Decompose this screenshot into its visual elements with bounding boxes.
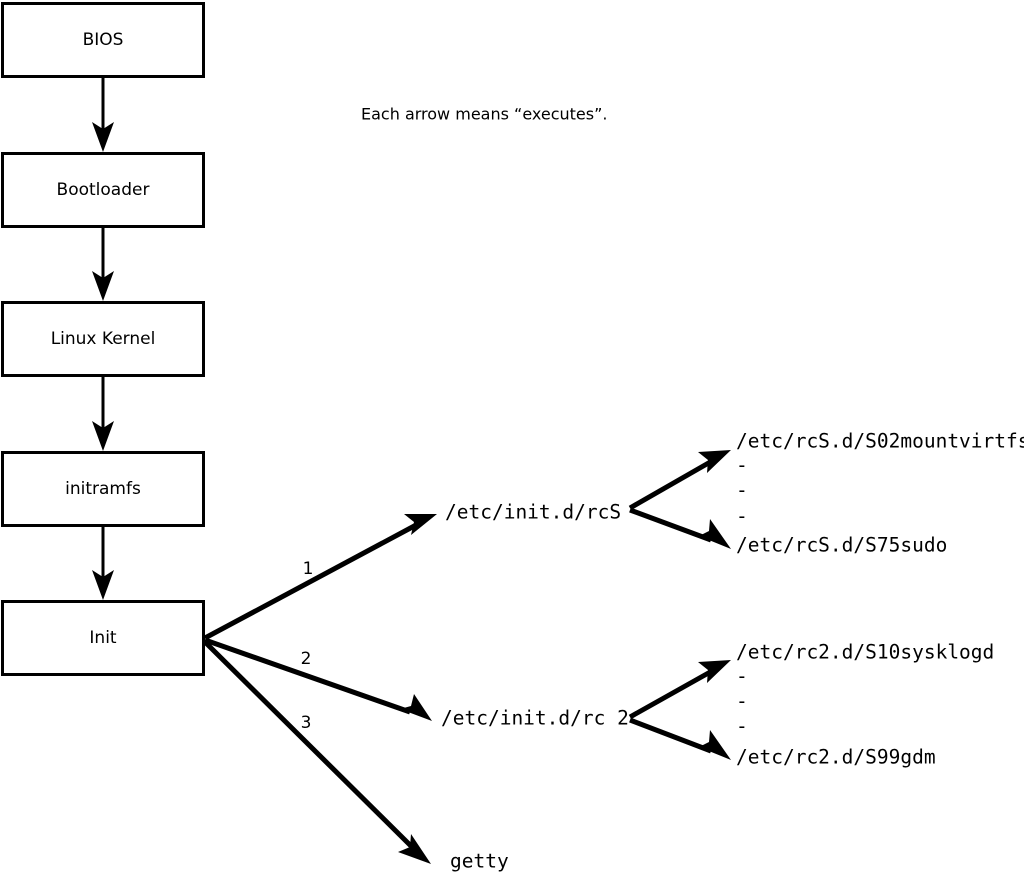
vertical-arrows-group: [92, 77, 114, 600]
arrow-bios-to-bootloader: [92, 77, 114, 152]
box-bios-rect: [1, 2, 205, 78]
rc2-ellipsis-dot-1: -: [736, 665, 748, 688]
arrow-init-branch-3: [203, 640, 431, 864]
arrow-initramfs-to-init: [92, 526, 114, 600]
arrow-kernel-to-initramfs: [92, 376, 114, 451]
box-initramfs-label: initramfs: [65, 479, 141, 499]
label-init-d-rcs[interactable]: /etc/init.d/rcS: [445, 501, 621, 524]
box-initramfs[interactable]: initramfs: [1, 451, 205, 527]
box-initramfs-rect: [1, 451, 205, 527]
box-init-rect: [1, 600, 205, 676]
box-bios[interactable]: BIOS: [1, 2, 205, 78]
legend-note: Each arrow means “executes”.: [361, 105, 607, 124]
arrow-rcs-to-first-script: [628, 450, 731, 511]
rc2-ellipsis-dot-2: -: [736, 690, 748, 713]
branch-2-number: 2: [301, 649, 312, 669]
rc2-ellipsis-dot-3: -: [736, 715, 748, 738]
init-fanout-group: 1 2 3: [203, 514, 437, 864]
label-rcs-last-script[interactable]: /etc/rcS.d/S75sudo: [736, 534, 947, 557]
rcs-ellipsis-dot-1: -: [736, 454, 748, 477]
box-linux-kernel-rect: [1, 301, 205, 377]
arrow-init-branch-1: [203, 514, 437, 641]
branch-1-number: 1: [303, 559, 314, 579]
box-bios-label: BIOS: [83, 30, 124, 50]
label-rcs-first-script[interactable]: /etc/rcS.d/S02mountvirtfs: [736, 430, 1024, 453]
box-bootloader-label: Bootloader: [57, 180, 150, 200]
label-rc2-last-script[interactable]: /etc/rc2.d/S99gdm: [736, 746, 936, 769]
box-init-label: Init: [89, 628, 117, 648]
arrow-rc2-to-last-script: [629, 717, 731, 760]
boot-chain-group: BIOS Bootloader Linux Kernel initramfs I…: [1, 2, 205, 676]
arrow-bootloader-to-kernel: [92, 227, 114, 301]
arrow-rc2-to-first-script: [628, 660, 731, 720]
label-getty[interactable]: getty: [450, 850, 509, 873]
box-linux-kernel-label: Linux Kernel: [51, 329, 156, 349]
rcs-ellipsis-dot-3: -: [736, 505, 748, 528]
rc2-fanout-group: [628, 660, 731, 760]
box-linux-kernel[interactable]: Linux Kernel: [1, 301, 205, 377]
rcs-ellipsis-dot-2: -: [736, 479, 748, 502]
arrow-init-branch-2: [204, 637, 432, 721]
label-init-d-rc2[interactable]: /etc/init.d/rc 2: [441, 707, 629, 730]
label-rc2-first-script[interactable]: /etc/rc2.d/S10sysklogd: [736, 641, 994, 664]
arrow-rcs-to-last-script: [629, 507, 731, 549]
box-bootloader[interactable]: Bootloader: [1, 152, 205, 228]
branch-3-number: 3: [301, 713, 312, 733]
rcs-fanout-group: [628, 450, 731, 549]
box-init[interactable]: Init: [1, 600, 205, 676]
box-bootloader-rect: [1, 152, 205, 228]
